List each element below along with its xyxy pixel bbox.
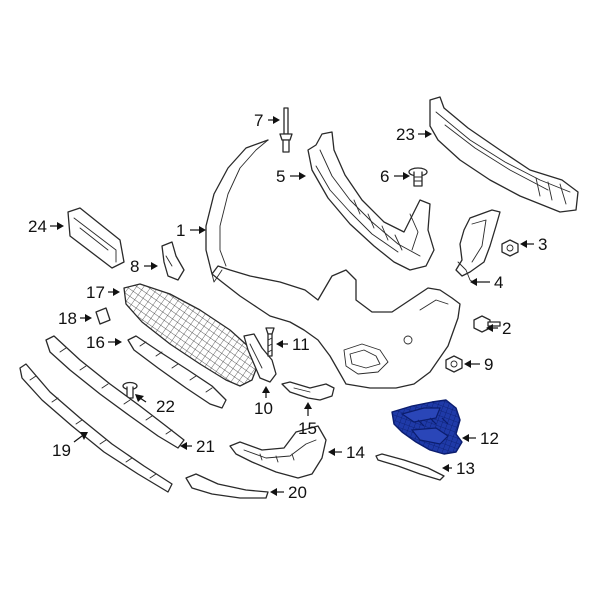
part-15-bracket (281, 381, 335, 401)
part-10-side-bracket (243, 333, 277, 383)
callout-label: 6 (380, 167, 389, 186)
callout-label: 23 (396, 125, 415, 144)
part-22-screw (122, 381, 138, 399)
callout-label: 4 (494, 273, 503, 292)
callout-23: 23 (396, 125, 432, 144)
callout-1: 1 (176, 221, 206, 240)
callout-label: 11 (292, 335, 310, 354)
part-24-plate-bracket (67, 207, 125, 269)
part-5-support-bracket (307, 131, 435, 271)
callout-label: 14 (346, 443, 365, 462)
callout-20: 20 (270, 483, 307, 502)
callout-label: 22 (156, 397, 175, 416)
callout-label: 18 (58, 309, 77, 328)
part-16-grille-trim (127, 335, 227, 409)
part-3-nut (501, 239, 519, 257)
callout-label: 8 (130, 257, 139, 276)
part-14-side-trim (229, 425, 327, 479)
callout-17: 17 (86, 283, 120, 302)
callout-24: 24 (28, 217, 64, 236)
part-20-trim-strip (185, 473, 269, 499)
part-8-small-bracket (161, 241, 185, 281)
callout-label: 16 (86, 333, 105, 352)
callout-10: 10 (254, 386, 273, 418)
callout-2: 2 (486, 319, 511, 338)
callout-6: 6 (380, 167, 410, 186)
callout-21: 21 (180, 437, 215, 456)
callout-label: 7 (254, 111, 263, 130)
callout-label: 20 (288, 483, 307, 502)
part-19-lower-molding (19, 363, 173, 493)
part-11-screw (265, 327, 275, 357)
callout-label: 1 (176, 221, 185, 240)
callout-19: 19 (52, 432, 88, 460)
part-23-upper-bracket (429, 96, 579, 213)
callout-label: 21 (196, 437, 215, 456)
part-4-side-bracket (455, 209, 501, 285)
callout-label: 15 (298, 419, 317, 438)
callout-9: 9 (464, 355, 493, 374)
part-21-lower-trim (45, 335, 185, 449)
part-13-thin-strip (375, 453, 445, 481)
part-12-fog-grille-highlighted[interactable] (391, 399, 463, 455)
callout-11: 11 (276, 335, 310, 354)
callout-label: 17 (86, 283, 105, 302)
callout-3: 3 (520, 235, 547, 254)
callout-22: 22 (135, 394, 175, 416)
callout-label: 12 (480, 429, 499, 448)
callout-18: 18 (58, 309, 92, 328)
part-17-lower-grille (123, 283, 259, 387)
part-1-bumper-cover (205, 139, 461, 389)
callout-label: 2 (502, 319, 511, 338)
callout-13: 13 (442, 459, 475, 478)
callout-12: 12 (462, 429, 499, 448)
callout-14: 14 (328, 443, 365, 462)
callout-15: 15 (298, 402, 317, 438)
callout-label: 3 (538, 235, 547, 254)
part-9-nut (445, 355, 463, 373)
part-18-clip (95, 307, 111, 325)
callout-8: 8 (130, 257, 158, 276)
callout-label: 19 (52, 441, 71, 460)
part-7-pin (279, 107, 293, 153)
callout-7: 7 (254, 111, 280, 130)
callout-label: 13 (456, 459, 475, 478)
part-2-bolt (473, 315, 501, 333)
callout-label: 9 (484, 355, 493, 374)
part-6-bolt (408, 167, 428, 187)
callout-16: 16 (86, 333, 122, 352)
callout-5: 5 (276, 167, 306, 186)
callout-4: 4 (470, 273, 503, 292)
callout-label: 10 (254, 399, 273, 418)
callout-label: 5 (276, 167, 285, 186)
callout-label: 24 (28, 217, 47, 236)
